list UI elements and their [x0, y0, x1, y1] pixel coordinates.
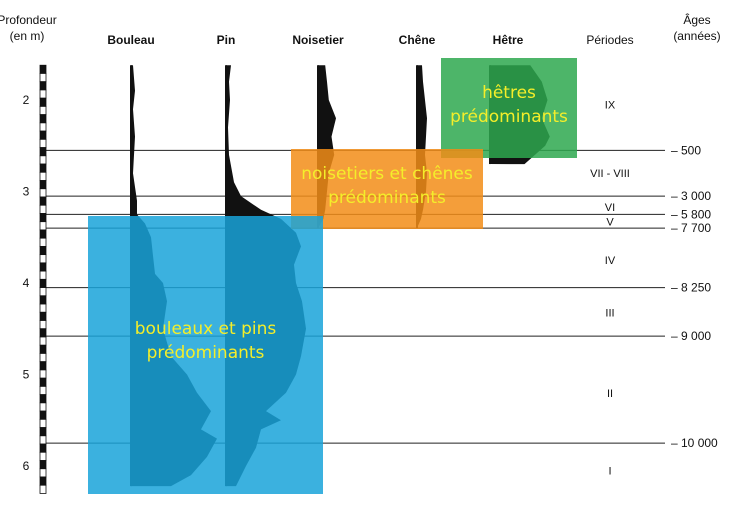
age-label: – 500: [671, 143, 701, 157]
stratigraphy-segment: [39, 155, 47, 165]
zone-label: bouleaux et pins: [135, 319, 277, 339]
period-label: V: [606, 217, 614, 229]
stratigraphy-segment: [39, 394, 47, 404]
stratigraphy-segment: [39, 369, 47, 379]
stratigraphy-segment: [39, 229, 47, 239]
stratigraphy-segment: [39, 278, 47, 288]
stratigraphy-segment: [39, 237, 47, 247]
zone-label: prédominants: [450, 107, 568, 127]
stratigraphy-segment: [39, 97, 47, 107]
header-chene: Chêne: [399, 33, 436, 47]
zone-label: hêtres: [482, 83, 536, 103]
age-header-line1: Âges: [683, 12, 710, 27]
zone-box: [441, 58, 577, 158]
period-label: IV: [605, 255, 616, 267]
header-hetre: Hêtre: [493, 33, 524, 47]
age-header-line2: (années): [673, 29, 720, 43]
stratigraphy-segment: [39, 163, 47, 173]
stratigraphy-segment: [39, 73, 47, 83]
stratigraphy-segment: [39, 245, 47, 256]
stratigraphy-segment: [39, 451, 47, 461]
depth-header-line2: (en m): [10, 29, 45, 43]
depth-header-line1: Profondeur: [0, 13, 57, 27]
stratigraphy-segment: [39, 81, 47, 91]
header-pin: Pin: [217, 33, 236, 47]
stratigraphy-segment: [39, 204, 47, 214]
stratigraphy-segment: [39, 180, 47, 190]
stratigraphy-segment: [39, 460, 47, 470]
stratigraphy-segment: [39, 336, 47, 346]
stratigraphy-segment: [39, 344, 47, 354]
stratigraphy-segment: [39, 270, 47, 280]
stratigraphy-segment: [39, 410, 47, 420]
stratigraphy-segment: [39, 138, 47, 148]
stratigraphy-segment: [39, 303, 47, 313]
age-label: – 7 700: [671, 221, 711, 235]
depth-tick-label: 5: [23, 368, 30, 382]
stratigraphy-segment: [39, 443, 47, 453]
stratigraphy-segment: [39, 106, 47, 116]
period-label: III: [605, 307, 614, 319]
zone-label: noisetiers et chênes: [301, 164, 473, 184]
zone-box: [291, 149, 483, 229]
age-label: – 8 250: [671, 281, 711, 295]
stratigraphy-segment: [39, 418, 47, 428]
stratigraphy-segment: [39, 402, 47, 412]
period-label: VII - VIII: [590, 168, 630, 180]
stratigraphy-segment: [39, 361, 47, 371]
depth-tick-label: 6: [23, 459, 30, 473]
period-label: VI: [605, 202, 615, 214]
stratigraphy-segment: [39, 114, 47, 124]
depth-tick-label: 2: [23, 93, 30, 107]
stratigraphy-segment: [39, 377, 47, 387]
age-label: – 5 800: [671, 207, 711, 221]
stratigraphy-segment: [39, 295, 47, 305]
stratigraphy-segment: [39, 89, 47, 99]
header-bouleau: Bouleau: [107, 33, 154, 47]
stratigraphy-segment: [39, 147, 47, 157]
stratigraphy-segment: [39, 122, 47, 132]
period-label: I: [608, 466, 611, 478]
zone-label: prédominants: [328, 188, 446, 208]
stratigraphy-segment: [39, 221, 47, 231]
stratigraphy-segment: [39, 171, 47, 181]
stratigraphy-segment: [39, 188, 47, 198]
stratigraphy-segment: [39, 427, 47, 437]
zone-label: prédominants: [147, 343, 265, 363]
header-noisetier: Noisetier: [292, 33, 344, 47]
stratigraphy-segment: [39, 213, 47, 223]
zone-box: [88, 216, 323, 494]
stratigraphy-segment: [39, 254, 47, 264]
age-label: – 10 000: [671, 436, 718, 450]
stratigraphy-segment: [39, 64, 47, 74]
age-label: – 9 000: [671, 329, 711, 343]
age-label: – 3 000: [671, 189, 711, 203]
stratigraphy-segment: [39, 385, 47, 396]
periods-header: Périodes: [586, 33, 633, 47]
stratigraphy-segment: [39, 468, 47, 478]
stratigraphy-segment: [39, 311, 47, 321]
stratigraphy-segment: [39, 262, 47, 272]
stratigraphy-segment: [39, 328, 47, 338]
stratigraphy-segment: [39, 435, 47, 445]
depth-tick-label: 4: [23, 276, 30, 290]
stratigraphy-segment: [39, 476, 47, 486]
period-label: II: [607, 388, 613, 400]
stratigraphy-segment: [39, 484, 47, 494]
stratigraphy-segment: [39, 320, 47, 330]
stratigraphy-segment: [39, 130, 47, 140]
stratigraphy-segment: [39, 287, 47, 297]
stratigraphy-segment: [39, 196, 47, 206]
depth-tick-label: 3: [23, 185, 30, 199]
period-label: IX: [605, 100, 616, 112]
stratigraphy-segment: [39, 353, 47, 363]
